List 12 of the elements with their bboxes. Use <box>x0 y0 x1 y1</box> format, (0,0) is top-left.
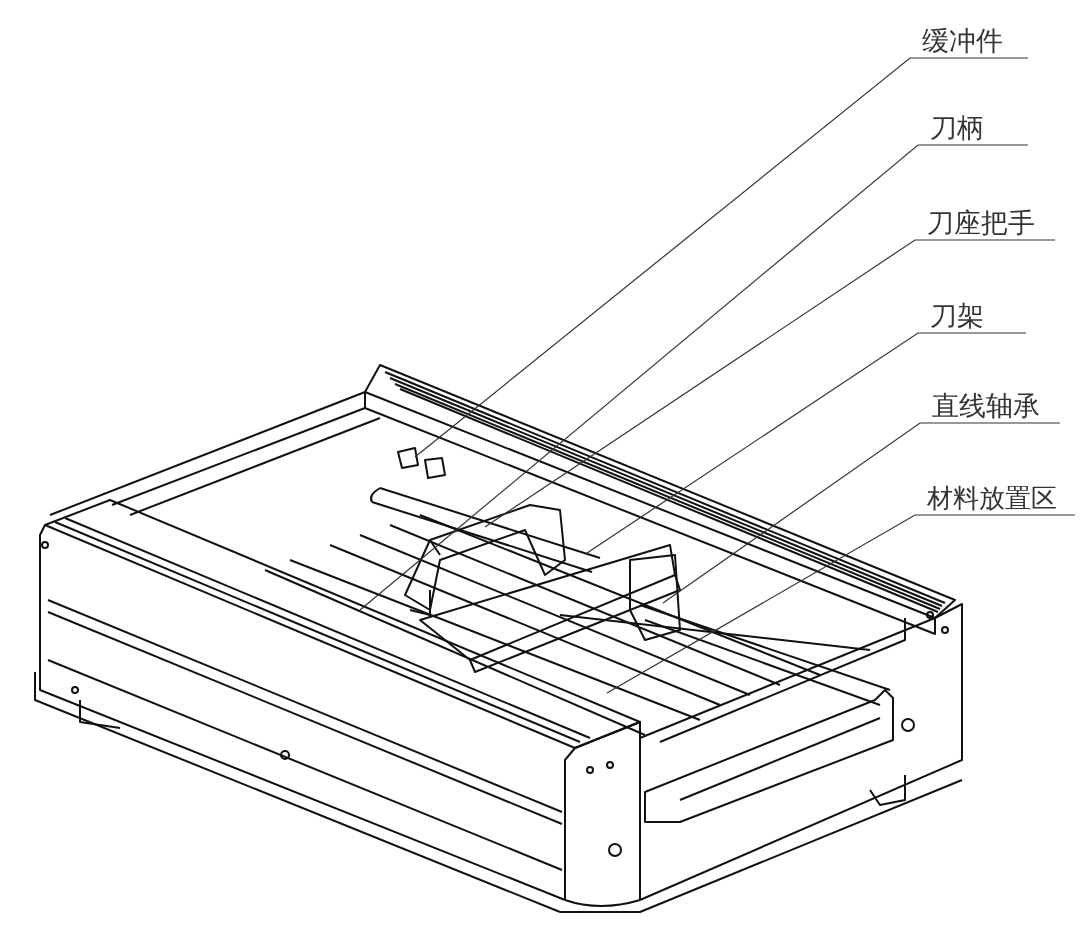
part-label: 刀柄 <box>918 105 1028 145</box>
leader-line <box>662 422 1061 604</box>
leader-line <box>414 57 1029 458</box>
part-label: 材料放置区 <box>915 475 1075 515</box>
part-label: 缓冲件 <box>910 18 1028 58</box>
part-label: 刀架 <box>918 293 1026 333</box>
leader-line <box>586 332 1027 554</box>
leader-line <box>359 144 1029 611</box>
leader-line <box>484 239 1056 528</box>
part-label: 直线轴承 <box>920 383 1060 423</box>
leader-line <box>606 514 1076 694</box>
part-label: 刀座把手 <box>915 200 1055 240</box>
